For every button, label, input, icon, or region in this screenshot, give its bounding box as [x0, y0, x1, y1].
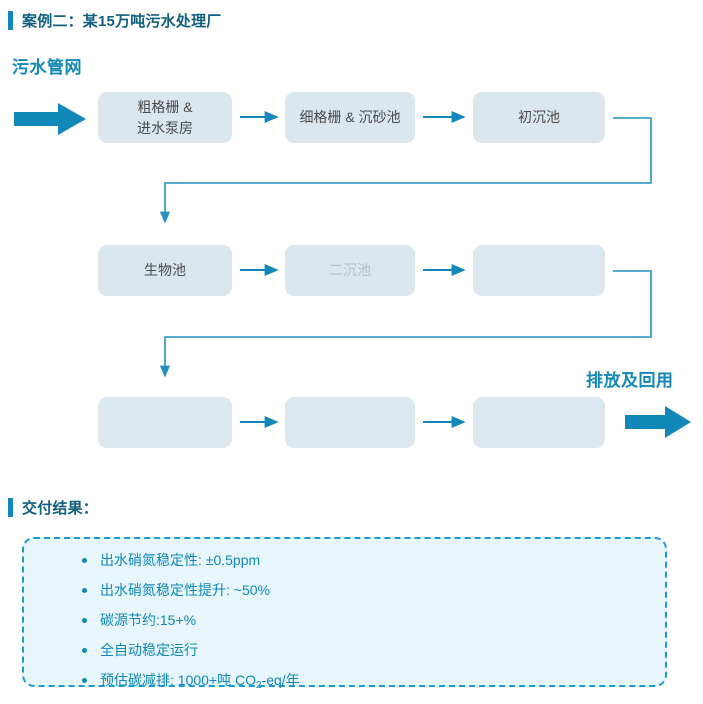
deliverable-text-5: 预估碳减排: 1000+吨 CO [100, 672, 256, 688]
flow-node-row3-unlabeled-2[interactable] [285, 397, 415, 448]
deliverables-heading: 交付结果： [8, 497, 98, 518]
list-item: 预估碳减排: 1000+吨 CO2-eq/年 [82, 672, 665, 691]
deliverable-text-4: 全自动稳定运行 [100, 642, 198, 658]
outlet-label-discharge-reuse: 排放及回用 [586, 371, 674, 390]
list-item: 出水硝氮稳定性: ±0.5ppm [82, 553, 665, 567]
section-heading-wastewater-network: 污水管网 [12, 58, 82, 77]
list-item: 碳源节约:15+% [82, 613, 665, 627]
deliverables-heading-text: 交付结果： [22, 500, 99, 517]
flow-node-biological-tank[interactable]: 生物池 [98, 245, 232, 296]
process-flow-diagram: 粗格栅 & 进水泵房 细格栅 & 沉砂池 初沉池 生物池 二沉池 排放及回用 [14, 92, 691, 448]
inlet-arrow [14, 103, 86, 135]
list-item: 出水硝氮稳定性提升: ~50% [82, 583, 665, 597]
flow-node-row3-unlabeled-3[interactable] [473, 397, 605, 448]
flow-node-primary-sedimentation-tank[interactable]: 初沉池 [473, 92, 605, 143]
outlet-arrow [625, 406, 691, 438]
flow-node-fine-screen-grit-chamber[interactable]: 细格栅 & 沉砂池 [285, 92, 415, 143]
deliverable-text-3: 碳源节约:15+% [100, 612, 197, 628]
deliverables-list: 出水硝氮稳定性: ±0.5ppm 出水硝氮稳定性提升: ~50% 碳源节约:15… [24, 539, 665, 691]
deliverable-text-1: 出水硝氮稳定性: ±0.5ppm [100, 552, 261, 568]
deliverables-panel: 出水硝氮稳定性: ±0.5ppm 出水硝氮稳定性提升: ~50% 碳源节约:15… [22, 537, 667, 691]
deliverable-text-2: 出水硝氮稳定性提升: ~50% [100, 582, 270, 598]
deliverable-text-5-subscript: 2 [256, 680, 262, 691]
flow-node-coarse-screen-pump-room[interactable]: 粗格栅 & 进水泵房 [98, 92, 232, 143]
case-heading-text: 案例二：某15万吨污水处理厂 [22, 13, 222, 30]
flow-node-secondary-sedimentation-tank[interactable]: 二沉池 [285, 245, 415, 296]
deliverables-heading-accent-bar [8, 498, 13, 517]
list-item: 全自动稳定运行 [82, 643, 665, 657]
case-heading: 案例二：某15万吨污水处理厂 [8, 10, 222, 31]
case-heading-accent-bar [8, 11, 13, 30]
deliverable-text-5-suffix: -eq/年 [261, 672, 300, 688]
flow-node-row2-unlabeled[interactable] [473, 245, 605, 296]
flow-node-row3-unlabeled-1[interactable] [98, 397, 232, 448]
